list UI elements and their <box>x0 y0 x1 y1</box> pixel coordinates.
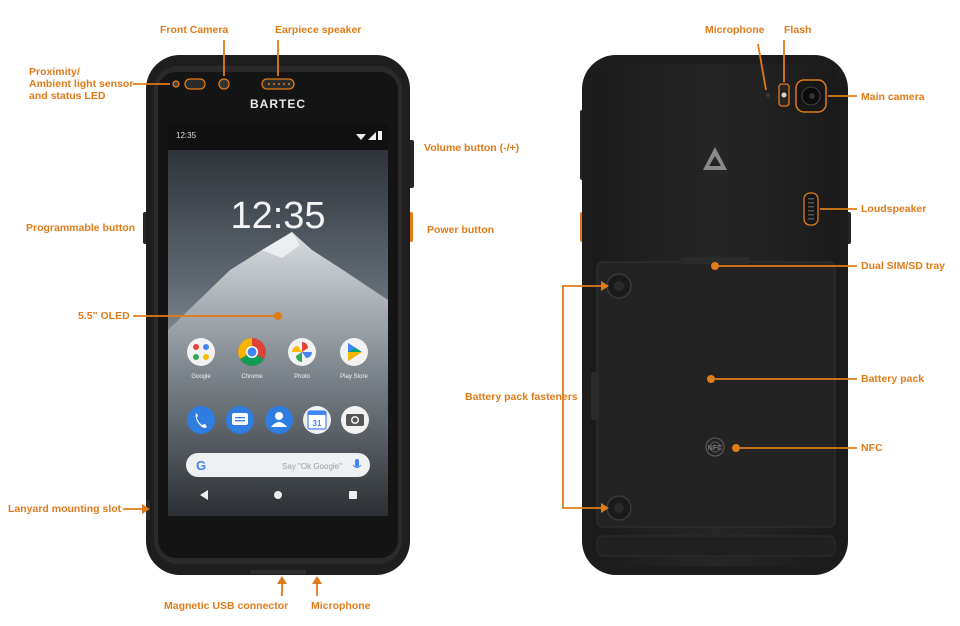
app-label-chrome: Chrome <box>241 374 263 380</box>
status-bar <box>168 124 388 150</box>
callout-arrows <box>142 281 609 596</box>
battery-icon <box>378 131 382 140</box>
front-phone: BARTEC 12:35 12:35 <box>143 55 414 575</box>
back-microphone-hole <box>766 93 770 97</box>
back-phone: NFC <box>580 55 851 575</box>
nfc-logo-text: NFC <box>708 445 722 452</box>
label-loudspeaker: Loudspeaker <box>861 203 927 215</box>
label-usb: Magnetic USB connector <box>164 600 289 612</box>
proximity-sensor <box>172 80 180 88</box>
dock: 31 <box>187 406 369 434</box>
wallpaper-mountain <box>168 232 388 516</box>
signal-icon <box>368 132 376 140</box>
google-g-icon: G <box>196 458 206 473</box>
label-oled: 5.5" OLED <box>78 310 130 322</box>
google-search-bar[interactable]: G Say "Ok Google" <box>186 453 370 477</box>
label-mic-bottom: Microphone <box>311 600 371 612</box>
calendar-day: 31 <box>313 419 322 428</box>
app-play-store[interactable] <box>340 338 368 366</box>
mic-icon <box>355 459 359 467</box>
battery-fastener-bottom <box>606 495 632 521</box>
label-sim: Dual SIM/SD tray <box>861 260 946 272</box>
label-battery: Battery pack <box>861 373 925 385</box>
app-label-google: Google <box>191 374 211 380</box>
ambient-light-sensor <box>184 78 206 90</box>
status-time: 12:35 <box>176 131 197 140</box>
sim-tray-slot <box>680 257 750 264</box>
app-chrome[interactable] <box>238 338 266 366</box>
label-volume: Volume button (-/+) <box>424 142 520 154</box>
nav-back-icon[interactable] <box>200 490 208 500</box>
wallpaper-snowcap <box>262 232 300 258</box>
label-main-camera: Main camera <box>861 91 925 103</box>
battery-marker <box>707 375 715 383</box>
battery-pack <box>596 261 836 528</box>
camera-app-icon[interactable] <box>341 406 369 434</box>
app-google-folder[interactable] <box>187 338 215 366</box>
lock-clock: 12:35 <box>230 195 325 237</box>
label-earpiece: Earpiece speaker <box>275 24 362 36</box>
label-programmable: Programmable button <box>26 222 136 234</box>
messages-app-icon[interactable] <box>226 406 254 434</box>
label-front-camera: Front Camera <box>160 24 229 36</box>
calendar-app-icon[interactable]: 31 <box>303 406 331 434</box>
nfc-symbol: NFC <box>705 437 725 457</box>
earpiece-dots <box>268 83 290 85</box>
label-proximity: Proximity/ Ambient light sensor and stat… <box>29 66 134 102</box>
nfc-marker <box>732 444 740 452</box>
app-label-play-store: Play Store <box>340 374 368 380</box>
app-label-photo: Photo <box>294 374 310 380</box>
line-fasteners <box>562 285 605 509</box>
label-power: Power button <box>427 224 495 236</box>
app-photos[interactable] <box>288 338 316 366</box>
search-hint: Say "Ok Google" <box>282 462 342 471</box>
contacts-app-icon[interactable] <box>265 406 293 434</box>
label-lanyard: Lanyard mounting slot <box>8 503 122 515</box>
loudspeaker-grille <box>803 192 819 226</box>
callout-lines <box>123 40 857 510</box>
battery-fastener-top <box>606 273 632 299</box>
label-mic-top: Microphone <box>705 24 765 36</box>
nav-home-icon[interactable] <box>274 491 282 499</box>
usb-connector <box>250 570 306 574</box>
phone-app-icon[interactable] <box>187 406 215 434</box>
label-nfc: NFC <box>861 442 883 454</box>
app-row-1: Google Chrome Photo Play Store <box>187 338 368 380</box>
wifi-icon <box>356 134 366 140</box>
brand-logo: BARTEC <box>250 97 306 111</box>
front-camera-lens <box>218 78 230 90</box>
line-mic-top <box>757 43 767 91</box>
label-flash: Flash <box>784 24 812 36</box>
back-bottom-panel <box>596 535 836 557</box>
nav-recents-icon[interactable] <box>349 491 357 499</box>
label-fasteners: Battery pack fasteners <box>465 391 578 403</box>
battery-side-latch <box>591 372 599 420</box>
sim-marker <box>711 262 719 270</box>
